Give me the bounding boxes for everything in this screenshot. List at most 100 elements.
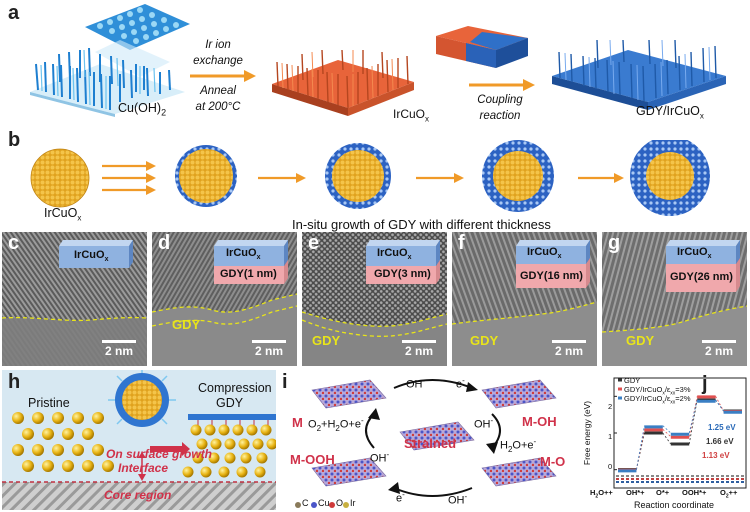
panel-i-diagram — [295, 379, 557, 508]
reaction-left-oh: OH- — [370, 450, 390, 465]
scale-bar-e: 2 nm — [402, 340, 436, 358]
gdy-iruco-label: GDY/IrCuOx — [636, 104, 704, 121]
tem-d-label: IrCuOx — [226, 247, 261, 262]
reaction-right-oh: OH- — [474, 416, 494, 431]
state-mo: M-O — [540, 454, 566, 469]
legend-gdy-2: GDY/IrCuOx/εxx=2% — [624, 394, 691, 406]
tem-e-label: IrCuOx — [377, 247, 412, 262]
cu-oh2-label: Cu(OH)2 — [118, 101, 167, 118]
annotation-125: 1.25 eV — [708, 423, 736, 432]
panel-label-b: b — [8, 129, 21, 151]
energy-connector-1-3 — [715, 396, 724, 412]
legend-cu: Cu — [318, 498, 330, 508]
coupling-block — [436, 26, 528, 68]
tem-g-block — [666, 240, 740, 292]
tem-f-gdy: GDY — [470, 333, 499, 348]
reaction-top-right: e- — [456, 376, 465, 391]
cu-oh2-nanowire-array — [30, 4, 190, 117]
scale-bar-f: 2 nm — [552, 340, 586, 358]
annotation-113: 1.13 eV — [702, 451, 730, 460]
tem-f-block — [516, 240, 590, 288]
iruco-label: IrCuOx — [393, 107, 430, 124]
tem-g-gdy: GDY — [626, 333, 655, 348]
reaction-bottom-right: OH- — [448, 492, 468, 507]
tem-d-gdy: GDY — [172, 317, 201, 332]
energy-connector-2-3 — [715, 399, 724, 412]
panel-label-h: h — [8, 371, 21, 393]
panel-h-diagram — [2, 370, 276, 510]
legend-c: C — [302, 498, 309, 508]
legend-gdy: GDY — [624, 376, 641, 385]
growth-label: On surface growth — [106, 447, 213, 461]
energy-connector-0-1 — [662, 432, 672, 445]
reaction-top-left: OH- — [406, 376, 426, 391]
reaction-bottom-left: e- — [396, 490, 405, 505]
step2-arrow — [469, 79, 535, 91]
state-moh: M-OH — [522, 414, 557, 429]
tick-y-2: 2 — [608, 402, 613, 411]
tick-x-1: OH*+ — [626, 488, 645, 497]
legend-gdy-3: GDY/IrCuOx/εxx=3% — [624, 385, 691, 397]
tick-x-3: OOH*+ — [682, 488, 707, 497]
tem-e-gdy: GDY — [312, 333, 341, 348]
panel-label-g: g — [608, 232, 621, 254]
panel-label-c: c — [8, 232, 20, 254]
tick-x-2: O*+ — [656, 488, 670, 497]
pristine-label: Pristine — [28, 396, 70, 410]
panel-label-f: f — [458, 232, 465, 254]
energy-connector-2-2 — [688, 399, 698, 434]
start-sphere-label: IrCuOx — [44, 206, 82, 223]
tem-d-layer: GDY(1 nm) — [220, 268, 277, 280]
energy-connector-0-2 — [688, 399, 698, 445]
legend-o: O — [336, 498, 344, 508]
tick-y-0: 0 — [608, 462, 613, 471]
tem-g-label: IrCuOx — [677, 246, 712, 261]
panel-label-d: d — [158, 232, 171, 254]
tem-g-layer: GDY(26 nm) — [670, 271, 733, 283]
tick-x-0: H2O++ — [590, 488, 613, 500]
core-label: Core region — [104, 488, 172, 502]
compression-label: Compression — [198, 381, 272, 395]
energy-connector-2-1 — [662, 425, 672, 434]
tem-c-block — [59, 240, 133, 268]
tem-d-block — [214, 240, 288, 284]
panel-label-i: i — [282, 371, 288, 393]
chart-xlabel: Reaction coordinate — [634, 500, 715, 510]
gdy-label-h: GDY — [216, 396, 244, 410]
scale-bar-c: 2 nm — [102, 340, 136, 358]
tem-e-block — [366, 240, 440, 284]
legend-ir: Ir — [350, 498, 356, 508]
interface-label: Interface — [118, 461, 169, 475]
chart-ylabel: Free energy (eV) — [582, 400, 592, 466]
scale-bar-g: 2 nm — [702, 340, 736, 358]
iruco-nanowire-array — [272, 50, 414, 116]
panel-label-j: j — [702, 373, 708, 395]
panel-label-a: a — [8, 2, 20, 24]
tem-c-label: IrCuOx — [74, 249, 109, 264]
tick-x-4: O2++ — [720, 488, 738, 500]
tick-y-1: 1 — [608, 432, 613, 441]
energy-connector-0-3 — [715, 399, 724, 412]
reaction-left: O2+H2O+e- — [308, 416, 364, 433]
state-mooh: M-OOH — [290, 452, 335, 467]
free-energy-chart — [613, 377, 747, 489]
energy-connector-2-0 — [636, 425, 645, 470]
energy-connector-1-1 — [662, 429, 672, 437]
reaction-right: H2O+e- — [500, 437, 537, 454]
tem-panel-d — [152, 232, 297, 366]
tem-e-layer: GDY(3 nm) — [374, 268, 431, 280]
panel-label-e: e — [308, 232, 320, 254]
gdy-iruco-nanowire-array — [552, 40, 726, 110]
spheres-row — [30, 140, 710, 216]
tem-f-layer: GDY(16 nm) — [520, 270, 583, 282]
scale-bar-d: 2 nm — [252, 340, 286, 358]
annotation-166: 1.66 eV — [706, 437, 734, 446]
row-b-caption: In-situ growth of GDY with different thi… — [292, 217, 551, 232]
step1-arrow — [190, 70, 256, 82]
tem-f-label: IrCuOx — [527, 246, 562, 261]
strained-label: Strained — [404, 436, 457, 451]
state-m: M — [292, 415, 303, 430]
